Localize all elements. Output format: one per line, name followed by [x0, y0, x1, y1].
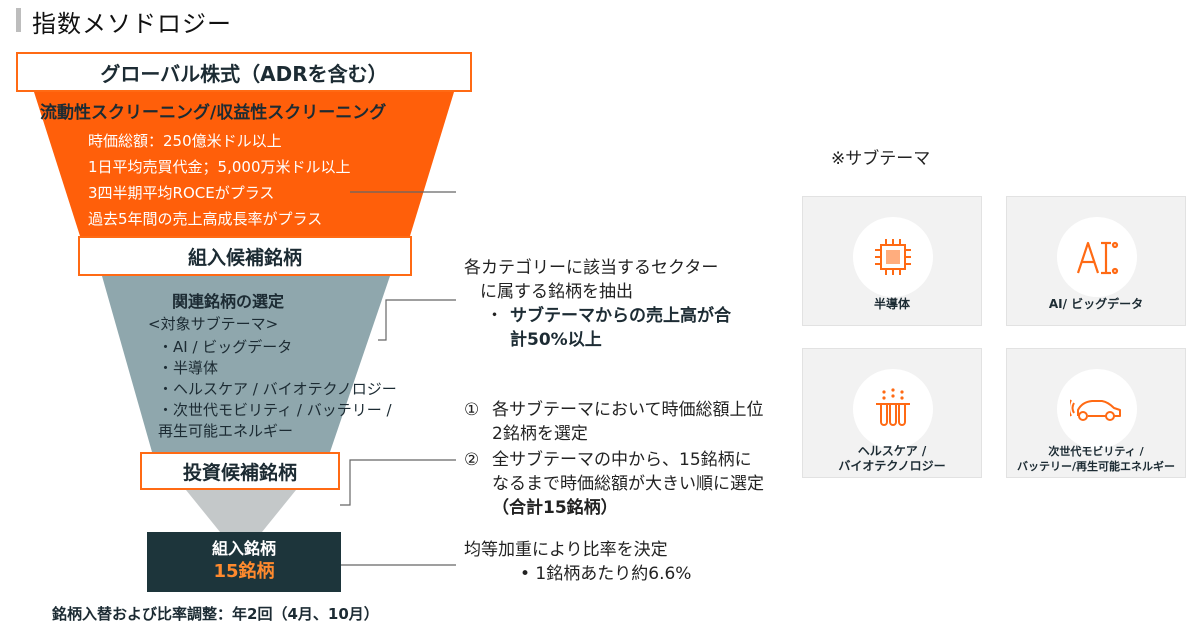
ai-icon	[1076, 241, 1119, 275]
funnel-stage-orange	[34, 92, 454, 236]
card-label: AI/ ビッグデータ	[1048, 297, 1144, 311]
weighting-bullet: • 1銘柄あたり約6.6%	[520, 564, 692, 584]
car-icon	[1070, 399, 1121, 421]
screening-criteria-list: 時価総額：250億米ドル以上 1日平均売買代金；5,000万米ドル以上 3四半期…	[88, 128, 351, 232]
icon-circle	[853, 369, 933, 449]
rebalance-note: 銘柄入替および比率調整：年2回（4月、10月）	[52, 605, 379, 623]
icon-circle	[1057, 217, 1137, 297]
extraction-note-line: に属する銘柄を抽出	[480, 282, 633, 302]
constituents-count: 15銘柄	[213, 561, 275, 582]
step-text: 各サブテーマにおいて時価総額上位2銘柄を選定	[492, 400, 764, 444]
card-label: 次世代モビリティ /	[1048, 445, 1144, 458]
criteria-item: 3四半期平均ROCEがプラス	[88, 184, 275, 202]
weighting-note: 均等加重により比率を決定 • 1銘柄あたり約6.6%	[464, 538, 691, 586]
target-subthemes-label: <対象サブテーマ>	[148, 315, 279, 333]
related-stocks-heading: 関連銘柄の選定	[172, 292, 285, 311]
step-number: ②	[464, 450, 480, 470]
criteria-item: 時価総額：250億米ドル以上	[88, 132, 282, 150]
connector-line-3	[340, 459, 456, 506]
subtheme-caption: ※サブテーマ	[831, 149, 931, 169]
revenue-criterion-text: 計50%以上	[510, 330, 602, 350]
subtheme-item: 再生可能エネルギー	[158, 422, 294, 440]
selection-step: ① 各サブテーマにおいて時価総額上位2銘柄を選定	[464, 398, 764, 446]
page-title: 指数メソドロジー	[32, 10, 232, 38]
step-number: ①	[464, 400, 480, 420]
funnel-stage-grey	[186, 490, 296, 532]
step-text-body: 全サブテーマの中から、15銘柄になるまで時価総額が大きい順に選定	[492, 450, 764, 494]
constituents-box: 組入銘柄 15銘柄	[147, 532, 341, 592]
selection-step: ② 全サブテーマの中から、15銘柄になるまで時価総額が大きい順に選定 （合計15銘…	[464, 448, 764, 520]
candidate-stocks-box: 組入候補銘柄	[78, 236, 412, 276]
card-label: 半導体	[873, 297, 910, 311]
test-tubes-icon	[876, 388, 910, 426]
title-accent-bar	[16, 8, 21, 32]
weighting-line: 均等加重により比率を決定	[464, 540, 668, 560]
subtheme-card-semiconductors: 半導体	[802, 196, 982, 326]
subtheme-card-mobility-energy: 次世代モビリティ / バッテリー/再生可能エネルギー	[1006, 348, 1186, 478]
subtheme-card-ai-bigdata: AI/ ビッグデータ	[1006, 196, 1186, 326]
bullet-mark: ・	[486, 306, 503, 326]
subtheme-item: ・AI / ビッグデータ	[158, 338, 293, 356]
card-label: ヘルスケア /	[857, 444, 927, 458]
subtheme-item: ・次世代モビリティ / バッテリー /	[158, 401, 392, 419]
subtheme-card-healthcare-biotech: ヘルスケア / バイオテクノロジー	[802, 348, 982, 478]
step-text: 全サブテーマの中から、15銘柄になるまで時価総額が大きい順に選定 （合計15銘柄）	[492, 448, 764, 520]
subtheme-item: ・ヘルスケア / バイオテクノロジー	[158, 380, 397, 398]
connector-line-2	[378, 299, 456, 341]
step-total: （合計15銘柄）	[492, 498, 618, 518]
criteria-item: 過去5年間の売上高成長率がプラス	[88, 210, 323, 228]
icon-circle	[1057, 369, 1137, 449]
extraction-note-line: 各カテゴリーに該当するセクター	[464, 258, 719, 278]
chip-icon	[875, 239, 911, 275]
global-equities-box: グローバル株式（ADRを含む）	[16, 52, 472, 92]
constituents-label: 組入銘柄	[211, 539, 276, 558]
revenue-criterion-text: サブテーマからの売上高が合	[510, 306, 731, 326]
selection-steps: ① 各サブテーマにおいて時価総額上位2銘柄を選定 ② 全サブテーマの中から、15…	[464, 398, 764, 522]
criteria-item: 1日平均売買代金；5,000万米ドル以上	[88, 158, 351, 176]
subtheme-item: ・半導体	[158, 359, 219, 377]
funnel-stage-teal	[102, 276, 390, 452]
card-label: バッテリー/再生可能エネルギー	[1016, 460, 1176, 473]
investment-candidates-box: 投資候補銘柄	[140, 452, 340, 490]
screening-heading: 流動性スクリーニング/収益性スクリーニング	[40, 103, 387, 123]
card-label: バイオテクノロジー	[838, 459, 946, 473]
subtheme-list: ・AI / ビッグデータ ・半導体 ・ヘルスケア / バイオテクノロジー ・次世…	[158, 337, 397, 442]
icon-circle	[853, 217, 933, 297]
extraction-note: 各カテゴリーに該当するセクター に属する銘柄を抽出 ・ サブテーマからの売上高が…	[464, 256, 731, 352]
revenue-criterion: ・ サブテーマからの売上高が合	[464, 304, 731, 328]
